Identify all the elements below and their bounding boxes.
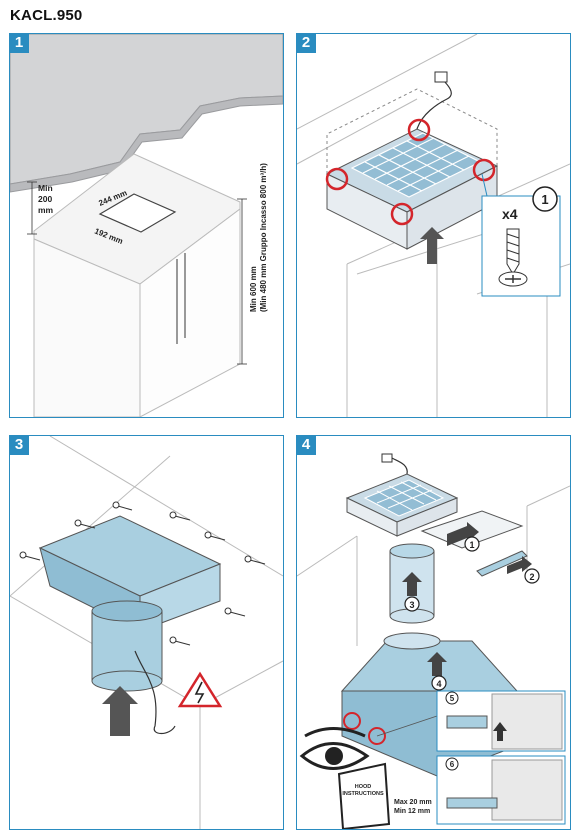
electrical-warning-icon — [177, 671, 223, 708]
sub-step-1: 1 — [469, 540, 474, 550]
callout-number-circle — [532, 186, 558, 212]
screw-point-right — [472, 158, 496, 182]
min-200-value: 200 — [38, 194, 52, 204]
clip-point-2 — [368, 727, 386, 745]
sub-step-3: 3 — [409, 600, 414, 610]
step-2-badge: 2 — [297, 34, 316, 53]
screw-icon — [498, 228, 528, 287]
document-title: KACL.950 — [10, 7, 83, 24]
screw-count: x4 — [502, 206, 518, 222]
power-cable — [416, 78, 452, 130]
hood-top — [340, 640, 519, 692]
step-3-illustration — [10, 436, 283, 829]
step-4-illustration: 1 2 3 4 5 6 Max 20 mm — [297, 453, 570, 829]
step-1-illustration: Min 200 mm 244 mm 192 mm Min 600 mm (Min… — [10, 34, 283, 417]
step-2-panel: 2 1 x4 — [296, 33, 571, 418]
step-1-badge: 1 — [10, 34, 29, 53]
sub-step-2: 2 — [529, 572, 534, 582]
height-label-2: (Min 480 mm Gruppo Incasso 800 m³/h) — [259, 163, 268, 312]
cutout-opening — [98, 193, 177, 233]
screw-point-left — [325, 167, 349, 191]
max-20-label: Max 20 mm — [394, 799, 432, 806]
min-12-label: Min 12 mm — [394, 808, 430, 815]
min-200-unit: mm — [38, 205, 54, 215]
step-2-illustration: 1 x4 — [297, 34, 570, 417]
step-4-panel: 4 1 2 3 — [296, 435, 571, 830]
instructions-booklet-icon: HOOD INSTRUCTIONS — [337, 762, 391, 829]
push-up-arrow — [420, 227, 444, 264]
sub-step-6: 6 — [450, 760, 455, 769]
plug-icon — [434, 71, 448, 83]
step-1-panel: 1 Min 200 mm 244 mm 192 mm Min 600 mm (M… — [9, 33, 284, 418]
screw-point-front — [390, 202, 414, 226]
slide-arrow — [447, 522, 479, 546]
step-3-panel: 3 — [9, 435, 284, 830]
step-3-badge: 3 — [10, 436, 29, 455]
clip-point-1 — [343, 712, 361, 730]
duct-pipe — [91, 610, 163, 682]
power-cable — [134, 650, 176, 735]
min-200-label: Min — [38, 183, 53, 193]
screw-point-top — [407, 118, 431, 142]
height-label-1: Min 600 mm — [249, 266, 258, 312]
eye-icon — [299, 727, 370, 770]
booklet-line-1: HOOD — [355, 784, 372, 790]
sub-step-5: 5 — [450, 694, 455, 703]
cutout-dashed — [326, 88, 498, 174]
cabinet-lines — [297, 485, 570, 646]
bracket — [476, 550, 528, 577]
callout-number: 1 — [541, 192, 548, 207]
countertop-edge — [10, 95, 283, 193]
sub-step-4: 4 — [436, 679, 441, 689]
cabinet-side — [33, 238, 141, 417]
push-up-arrow — [102, 686, 138, 736]
screws-row — [19, 501, 266, 646]
booklet-line-2: INSTRUCTIONS — [342, 791, 384, 797]
plug-icon — [381, 453, 393, 463]
step-4-badge: 4 — [297, 436, 316, 455]
